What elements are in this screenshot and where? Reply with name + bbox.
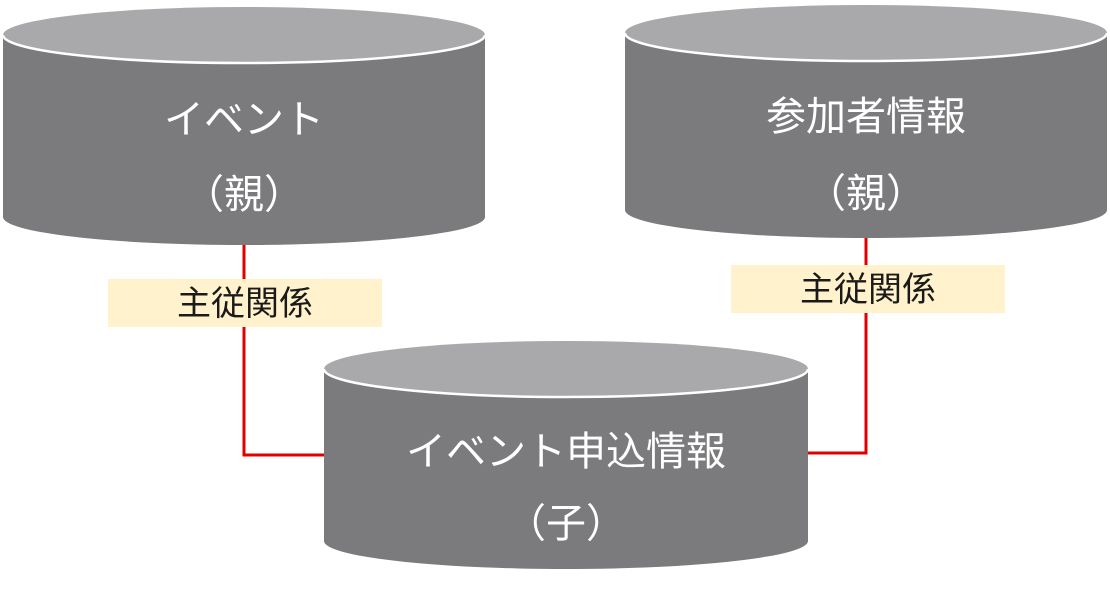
- table-role-participant: （親）: [806, 171, 926, 217]
- relation-label-left: 主従関係: [108, 279, 382, 327]
- table-name-event: イベント: [164, 97, 324, 143]
- relation-label-right-text: 主従関係: [800, 270, 936, 310]
- table-role-event: （親）: [184, 172, 304, 218]
- table-name-participant: 参加者情報: [766, 94, 966, 140]
- connector-left: [242, 238, 326, 457]
- table-cylinder-event: イベント （親）: [1, 7, 487, 245]
- table-cylinder-participant: 参加者情報 （親）: [623, 5, 1109, 238]
- relation-label-left-text: 主従関係: [177, 284, 313, 324]
- table-cylinder-registration: イベント申込情報 （子）: [322, 341, 810, 569]
- table-name-registration: イベント申込情報: [406, 429, 726, 475]
- table-role-registration: （子）: [506, 501, 626, 547]
- relation-label-right: 主従関係: [731, 265, 1005, 313]
